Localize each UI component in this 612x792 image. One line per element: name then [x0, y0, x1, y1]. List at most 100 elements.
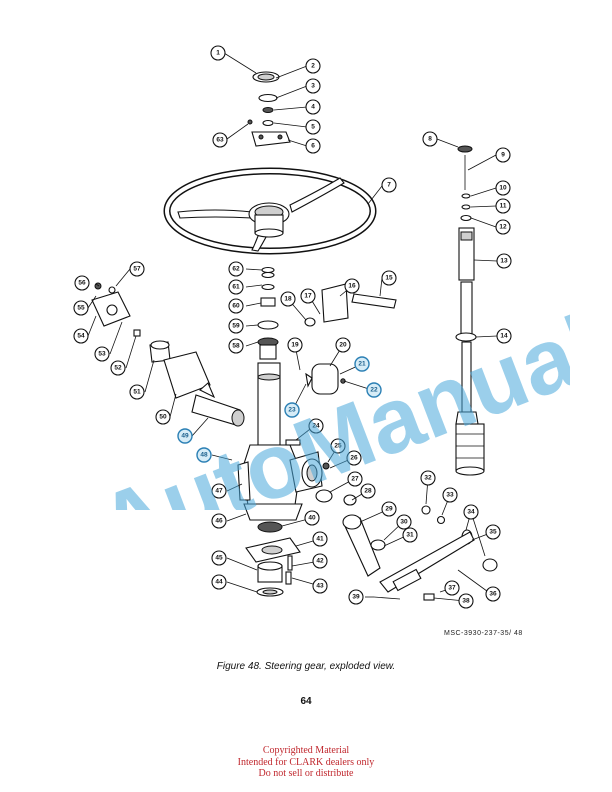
svg-text:36: 36: [489, 591, 497, 598]
svg-text:59: 59: [232, 323, 240, 330]
svg-text:2: 2: [311, 63, 315, 70]
svg-text:39: 39: [352, 594, 360, 601]
callout-35: 35: [485, 524, 501, 540]
callout-60: 60: [228, 298, 244, 314]
callout-27: 27: [347, 471, 363, 487]
svg-text:4: 4: [311, 104, 315, 111]
svg-text:41: 41: [316, 536, 324, 543]
svg-text:46: 46: [215, 518, 223, 525]
callout-40: 40: [304, 510, 320, 526]
callout-19: 19: [287, 337, 303, 353]
svg-text:27: 27: [351, 476, 359, 483]
callout-42: 42: [312, 553, 328, 569]
svg-text:45: 45: [215, 555, 223, 562]
callout-51: 51: [129, 384, 145, 400]
callout-53: 53: [94, 346, 110, 362]
svg-text:19: 19: [291, 342, 299, 349]
svg-text:9: 9: [501, 152, 505, 159]
copyright-notice: Copyrighted Material Intended for CLARK …: [0, 745, 612, 780]
callout-5: 5: [305, 119, 321, 135]
clamp-parts: [285, 283, 397, 506]
callout-33: 33: [442, 487, 458, 503]
callout-32: 32: [420, 470, 436, 486]
drawing-code: MSC-3930-237-35/ 48: [444, 630, 523, 637]
callout-31: 31: [402, 527, 418, 543]
callout-1: 1: [210, 45, 226, 61]
svg-text:54: 54: [77, 333, 85, 340]
gear-housing: [237, 362, 323, 521]
callout-50: 50: [155, 409, 171, 425]
callout-54: 54: [73, 328, 89, 344]
svg-text:58: 58: [232, 343, 240, 350]
svg-text:14: 14: [500, 333, 508, 340]
callout-45: 45: [211, 550, 227, 566]
callout-59: 59: [228, 318, 244, 334]
callout-34: 34: [463, 504, 479, 520]
callout-57: 57: [129, 261, 145, 277]
callout-49: 49: [177, 428, 193, 444]
callout-52: 52: [110, 360, 126, 376]
svg-text:10: 10: [499, 185, 507, 192]
callout-47: 47: [211, 483, 227, 499]
svg-text:50: 50: [159, 414, 167, 421]
svg-text:18: 18: [284, 296, 292, 303]
svg-text:37: 37: [448, 585, 456, 592]
svg-text:6: 6: [311, 143, 315, 150]
callout-29: 29: [381, 501, 397, 517]
callout-2: 2: [305, 58, 321, 74]
svg-text:23: 23: [288, 407, 296, 414]
svg-text:28: 28: [364, 488, 372, 495]
svg-text:42: 42: [316, 558, 324, 565]
svg-text:13: 13: [500, 258, 508, 265]
notice-line-3: Do not sell or distribute: [258, 768, 354, 779]
callout-39: 39: [348, 589, 364, 605]
svg-text:17: 17: [304, 293, 312, 300]
svg-text:40: 40: [308, 515, 316, 522]
column-bearing-stack: [257, 266, 279, 360]
callout-58: 58: [228, 338, 244, 354]
svg-text:20: 20: [339, 342, 347, 349]
callout-28: 28: [360, 483, 376, 499]
svg-text:44: 44: [215, 579, 223, 586]
lower-cover-parts: [245, 521, 301, 597]
callout-21: 21: [354, 356, 370, 372]
svg-text:32: 32: [424, 475, 432, 482]
svg-text:34: 34: [467, 509, 475, 516]
svg-text:26: 26: [350, 455, 358, 462]
callout-7: 7: [381, 177, 397, 193]
svg-text:31: 31: [406, 532, 414, 539]
svg-text:29: 29: [385, 506, 393, 513]
svg-text:53: 53: [98, 351, 106, 358]
callout-13: 13: [496, 253, 512, 269]
svg-text:56: 56: [78, 280, 86, 287]
svg-text:48: 48: [200, 452, 208, 459]
callout-20: 20: [335, 337, 351, 353]
steering-shaft: [455, 145, 485, 476]
svg-text:22: 22: [370, 387, 378, 394]
callout-10: 10: [495, 180, 511, 196]
svg-text:55: 55: [77, 305, 85, 312]
svg-text:8: 8: [428, 136, 432, 143]
callout-41: 41: [312, 531, 328, 547]
callout-16: 16: [344, 278, 360, 294]
callout-11: 11: [495, 198, 511, 214]
svg-text:15: 15: [385, 275, 393, 282]
callout-44: 44: [211, 574, 227, 590]
svg-text:12: 12: [499, 224, 507, 231]
svg-text:33: 33: [446, 492, 454, 499]
leader-lines: [87, 52, 498, 602]
callout-61: 61: [228, 279, 244, 295]
svg-text:60: 60: [232, 303, 240, 310]
callout-38: 38: [458, 593, 474, 609]
notice-line-1: Copyrighted Material: [262, 745, 350, 756]
callout-4: 4: [305, 99, 321, 115]
callout-62: 62: [228, 261, 244, 277]
svg-text:57: 57: [133, 266, 141, 273]
svg-text:49: 49: [181, 433, 189, 440]
callout-55: 55: [73, 300, 89, 316]
svg-text:25: 25: [334, 443, 342, 450]
callout-56: 56: [74, 275, 90, 291]
horn-cap-parts: [247, 71, 291, 147]
callout-37: 37: [444, 580, 460, 596]
